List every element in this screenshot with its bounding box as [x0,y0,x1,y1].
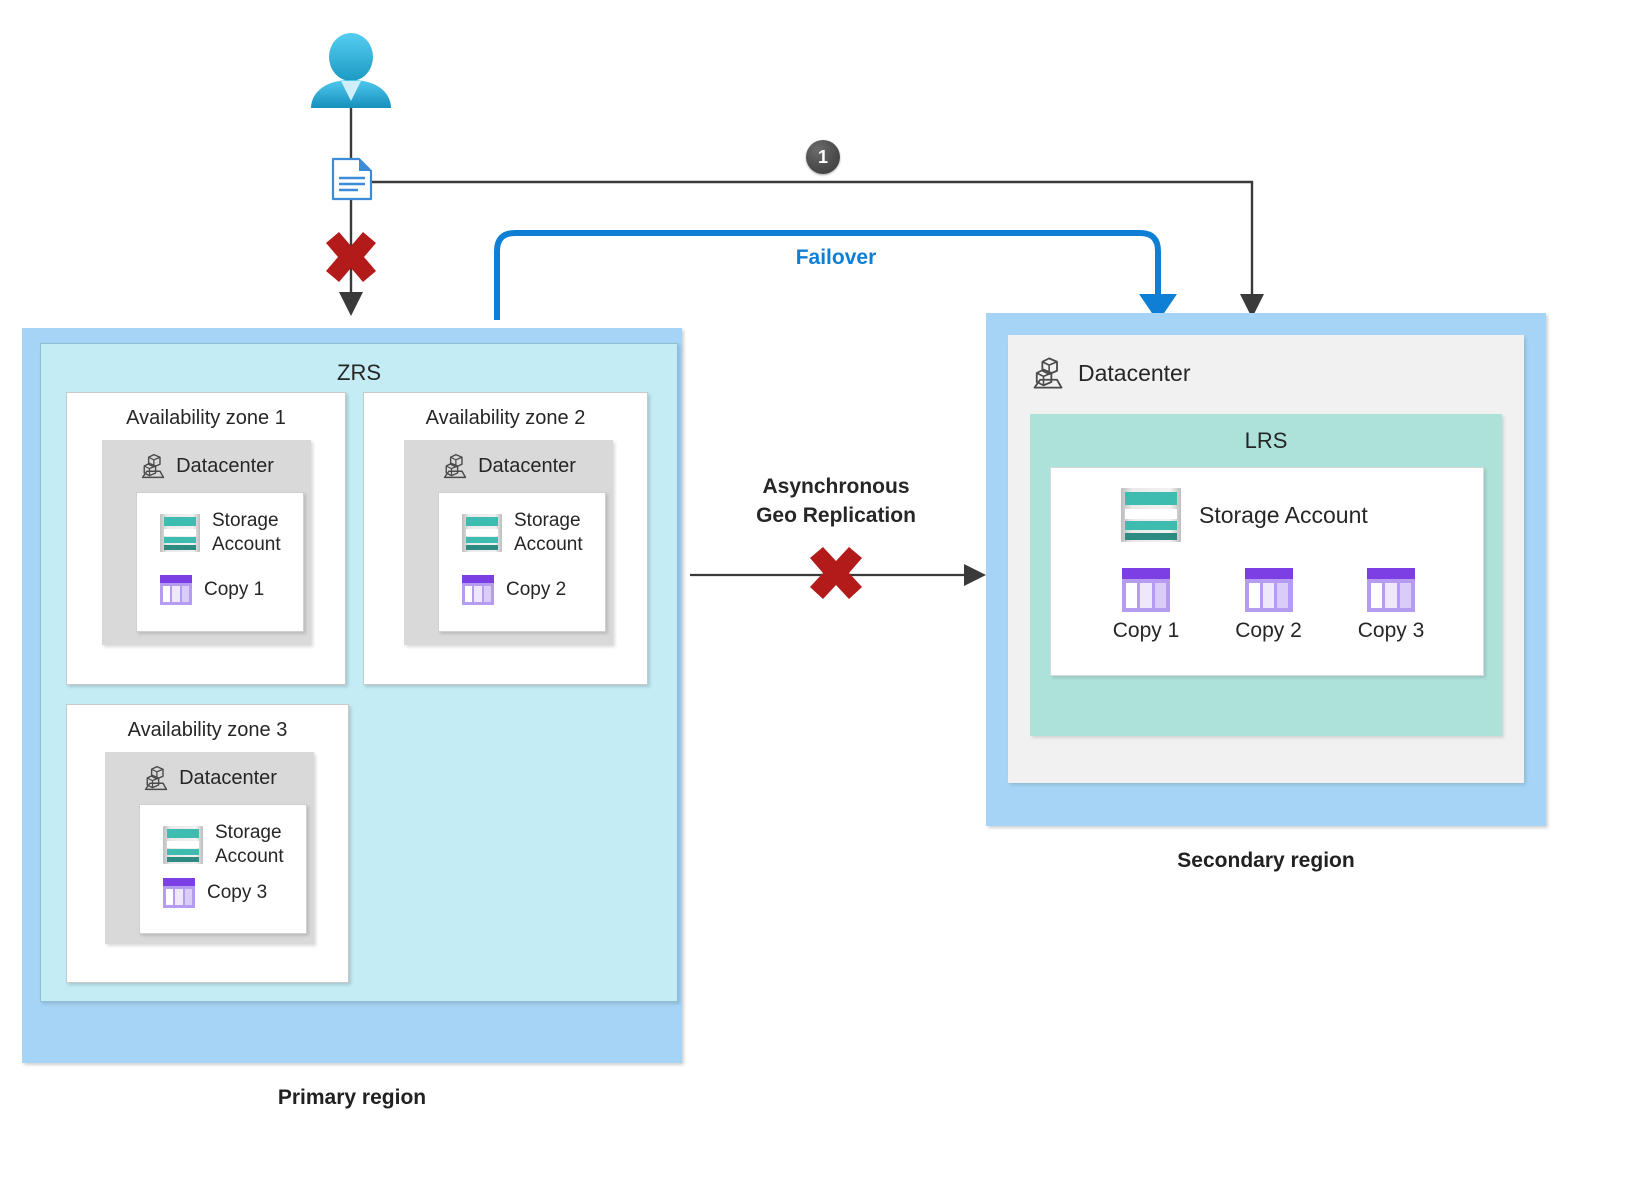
lrs-title: LRS [1244,428,1288,453]
primary-region-container: ZRS Availability zone 1 Datacenter [22,328,682,1063]
copy-label-3: Copy 3 [1357,619,1425,642]
copy-cell-3: Copy 3 [1336,568,1446,643]
datacenter-block-zone-2: Datacenter Storage Account [404,440,613,645]
availability-zone-3-title: Availability zone 3 [127,719,288,741]
secondary-datacenter-label: Datacenter [1078,359,1191,386]
red-x-icon [326,232,376,282]
copy-cell-2: Copy 2 [1214,568,1324,643]
storage-account-label-zone-2: Storage Account [514,509,583,557]
datacenter-icon [443,453,467,479]
copy-label-zone-1: Copy 1 [204,579,265,600]
copy-table-icon [1244,568,1293,612]
secondary-storage-account-row: Storage Account [1121,488,1368,542]
storage-card-zone-2: Storage Account Copy 2 [438,492,606,632]
datacenter-icon [1033,357,1063,389]
primary-region-label: Primary region [277,1086,427,1109]
secondary-datacenter-block: Datacenter LRS Storage Account [1008,335,1524,783]
storage-account-line2: Account [212,534,281,555]
storage-card-zone-1: Storage Account Copy 1 [136,492,304,632]
copy-row-zone-1: Copy 1 [160,575,264,605]
copy-label-zone-3: Copy 3 [207,882,268,903]
storage-account-line1: Storage [212,510,279,531]
datacenter-header-zone-2: Datacenter [404,452,613,480]
storage-account-icon [462,514,502,552]
datacenter-label-zone-3: Datacenter [179,766,277,789]
geo-replication-line2: Geo Replication [756,504,916,527]
copy-table-icon [160,575,192,605]
availability-zone-1-title: Availability zone 1 [126,407,286,429]
storage-account-label-zone-1: Storage Account [212,509,281,557]
datacenter-block-zone-3: Datacenter Storage Account [105,752,314,944]
availability-zone-1-card: Availability zone 1 Datacenter [66,392,346,685]
zrs-title: ZRS [337,360,381,385]
copy-label-2: Copy 2 [1235,619,1302,642]
datacenter-icon [144,765,168,791]
availability-zone-2-title: Availability zone 2 [425,407,586,429]
storage-card-zone-3: Storage Account Copy 3 [139,804,307,934]
storage-account-line2: Account [215,846,284,867]
copy-table-icon [163,878,195,908]
copy-cell-1: Copy 1 [1091,568,1201,643]
lrs-storage-card: Storage Account Copy 1 [1050,467,1484,676]
copy-table-icon [1122,568,1170,612]
copy-row-zone-3: Copy 3 [163,878,267,908]
copy-row-zone-2: Copy 2 [462,575,566,605]
geo-replication-label: Asynchronous Geo Replication [700,472,972,530]
datacenter-header-zone-3: Datacenter [105,764,314,792]
red-x-icon-geo [810,547,862,599]
availability-zone-2-card: Availability zone 2 Datacenter [363,392,648,685]
secondary-copies-row: Copy 1 Copy 2 Copy 3 [1091,568,1446,643]
datacenter-label-zone-1: Datacenter [176,454,274,477]
storage-account-row-zone-3: Storage Account [163,821,284,869]
geo-replication-line1: Asynchronous [762,475,910,498]
copy-table-icon [1367,568,1415,612]
secondary-region-container: Datacenter LRS Storage Account [986,313,1546,826]
step-badge-1: 1 [806,140,840,174]
availability-zone-3-card: Availability zone 3 Datacenter [66,704,349,983]
storage-account-icon [1121,488,1181,542]
storage-account-icon [160,514,200,552]
copy-label-zone-2: Copy 2 [506,579,567,600]
secondary-datacenter-header: Datacenter [1030,355,1191,391]
secondary-storage-account-label: Storage Account [1199,501,1368,528]
datacenter-header-zone-1: Datacenter [102,452,311,480]
datacenter-label-zone-2: Datacenter [478,454,576,477]
storage-account-line1: Storage [215,822,282,843]
storage-account-row-zone-2: Storage Account [462,509,583,557]
datacenter-icon [141,453,165,479]
storage-account-line1: Storage [514,510,581,531]
document-icon [331,157,373,201]
datacenter-block-zone-1: Datacenter Storage Account [102,440,311,645]
storage-account-row-zone-1: Storage Account [160,509,281,557]
copy-table-icon [462,575,494,605]
storage-account-label-zone-3: Storage Account [215,821,284,869]
secondary-region-label: Secondary region [1177,849,1355,872]
lrs-panel: LRS Storage Account Copy 1 [1030,414,1502,736]
storage-account-line2: Account [514,534,583,555]
user-icon [311,33,391,108]
zrs-panel: ZRS Availability zone 1 Datacenter [40,343,678,1002]
storage-account-icon [163,826,203,864]
failover-label: Failover [795,246,877,269]
copy-label-1: Copy 1 [1112,619,1180,642]
